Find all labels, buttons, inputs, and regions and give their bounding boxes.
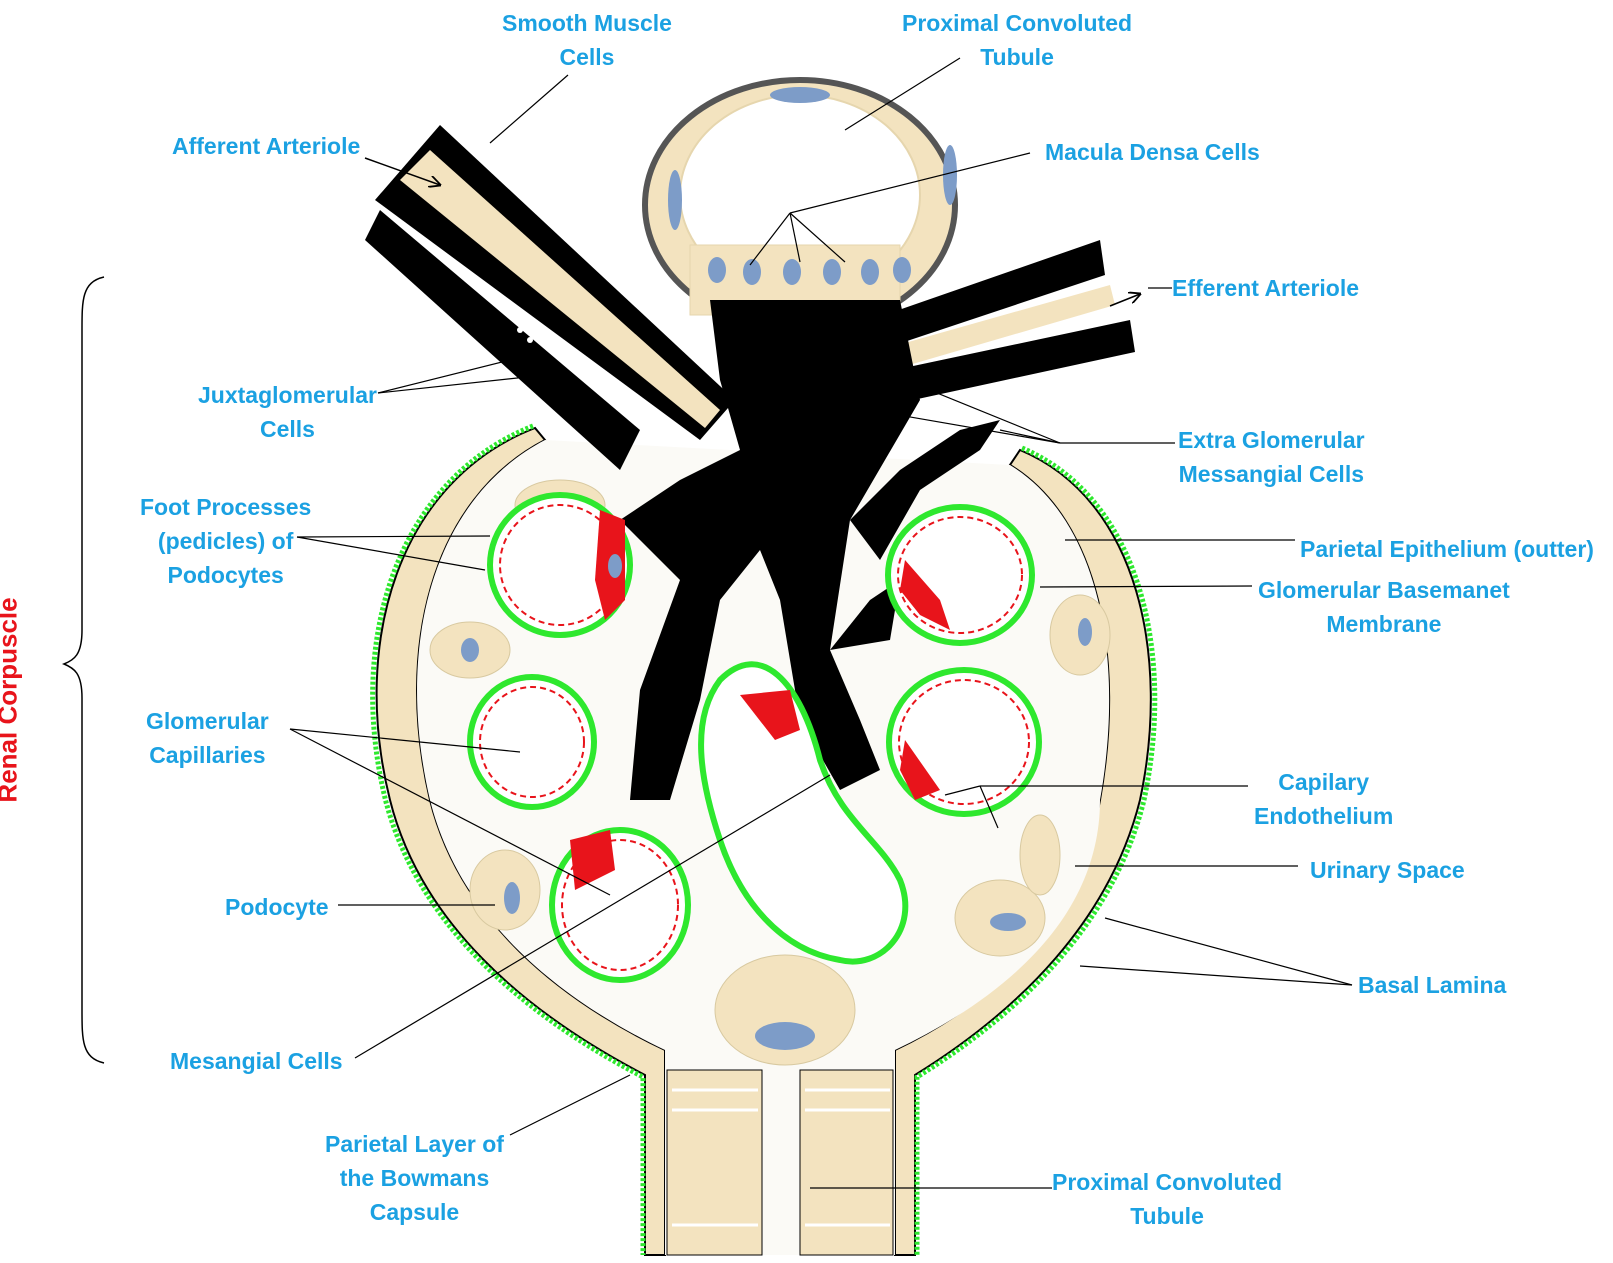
label-mesangial-cells: Mesangial Cells <box>170 1044 343 1078</box>
label-urinary-space: Urinary Space <box>1310 853 1465 887</box>
label-podocyte: Podocyte <box>225 890 329 924</box>
efferent-flow-arrow <box>1110 294 1140 306</box>
label-parietal-epithelium: Parietal Epithelium (outter) <box>1300 532 1594 566</box>
label-macula-densa-cells: Macula Densa Cells <box>1045 135 1260 169</box>
renal-corpuscle-brace <box>64 277 104 1063</box>
label-afferent-arteriole: Afferent Arteriole <box>172 129 360 163</box>
label-basal-lamina: Basal Lamina <box>1358 968 1506 1002</box>
proximal-tubule-top <box>645 80 957 330</box>
label-efferent-arteriole: Efferent Arteriole <box>1172 271 1359 305</box>
